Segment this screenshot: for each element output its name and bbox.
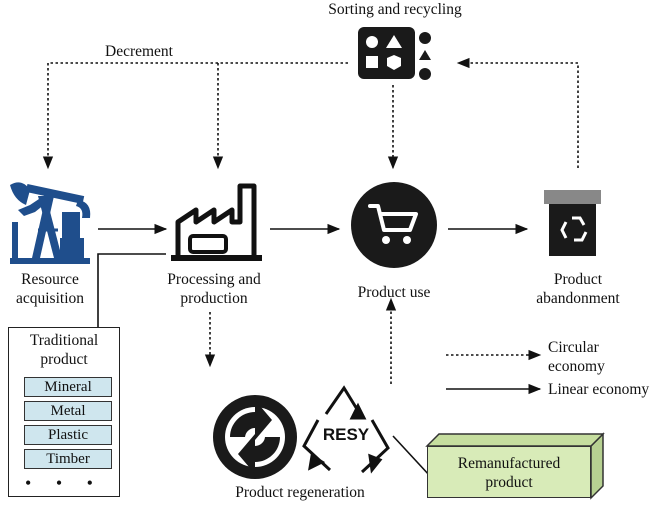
- remanufactured-product-box: Remanufactured product: [427, 446, 591, 498]
- factory-icon: [171, 183, 262, 261]
- shopping-cart-icon: [351, 182, 437, 268]
- material-plastic: Plastic: [24, 425, 112, 445]
- resource-line2: acquisition: [15, 290, 85, 307]
- reman-line1: Remanufactured: [457, 455, 561, 472]
- recycle-bin-icon: [544, 190, 601, 256]
- processing-production-label: Processing and production: [150, 270, 278, 308]
- product-regeneration-label: Product regeneration: [235, 484, 365, 501]
- resource-acquisition-label: Resource acquisition: [0, 270, 100, 308]
- sorting-shapes-icon: [358, 27, 431, 80]
- traditional-product-title: Traditional product: [9, 331, 119, 369]
- resy-recycle-icon: [302, 385, 390, 474]
- material-timber: Timber: [24, 449, 112, 469]
- abandon-line1: Product: [553, 271, 603, 288]
- remanufactured-box-3d: [425, 432, 605, 500]
- product-use-label: Product use: [357, 284, 431, 301]
- sorting-recycling-label: Sorting and recycling: [328, 1, 462, 18]
- circular-arrows: [42, 57, 579, 384]
- processing-line2: production: [180, 290, 248, 307]
- decrement-label: Decrement: [105, 43, 173, 60]
- more-materials-ellipsis: • • •: [25, 473, 103, 493]
- legend-circular-line2: economy: [548, 358, 605, 375]
- legend-circular: Circular economy: [548, 338, 605, 376]
- resy-label: RESY: [323, 425, 370, 444]
- traditional-title-line2: product: [40, 351, 88, 368]
- linear-arrows: [97, 223, 542, 477]
- legend-circular-line1: Circular: [548, 339, 599, 356]
- remanufactured-product-face: Remanufactured product: [427, 446, 591, 498]
- product-abandonment-label: Product abandonment: [518, 270, 638, 308]
- abandon-line2: abandonment: [536, 290, 620, 307]
- material-mineral: Mineral: [24, 377, 112, 397]
- green-dot-icon: [213, 395, 297, 479]
- resource-line1: Resource: [21, 271, 79, 288]
- legend-linear: Linear economy: [548, 381, 650, 398]
- oil-pump-icon: [10, 182, 91, 264]
- material-metal: Metal: [24, 401, 112, 421]
- processing-line1: Processing and: [167, 271, 261, 288]
- reman-line2: product: [485, 474, 533, 491]
- traditional-title-line1: Traditional: [29, 332, 99, 349]
